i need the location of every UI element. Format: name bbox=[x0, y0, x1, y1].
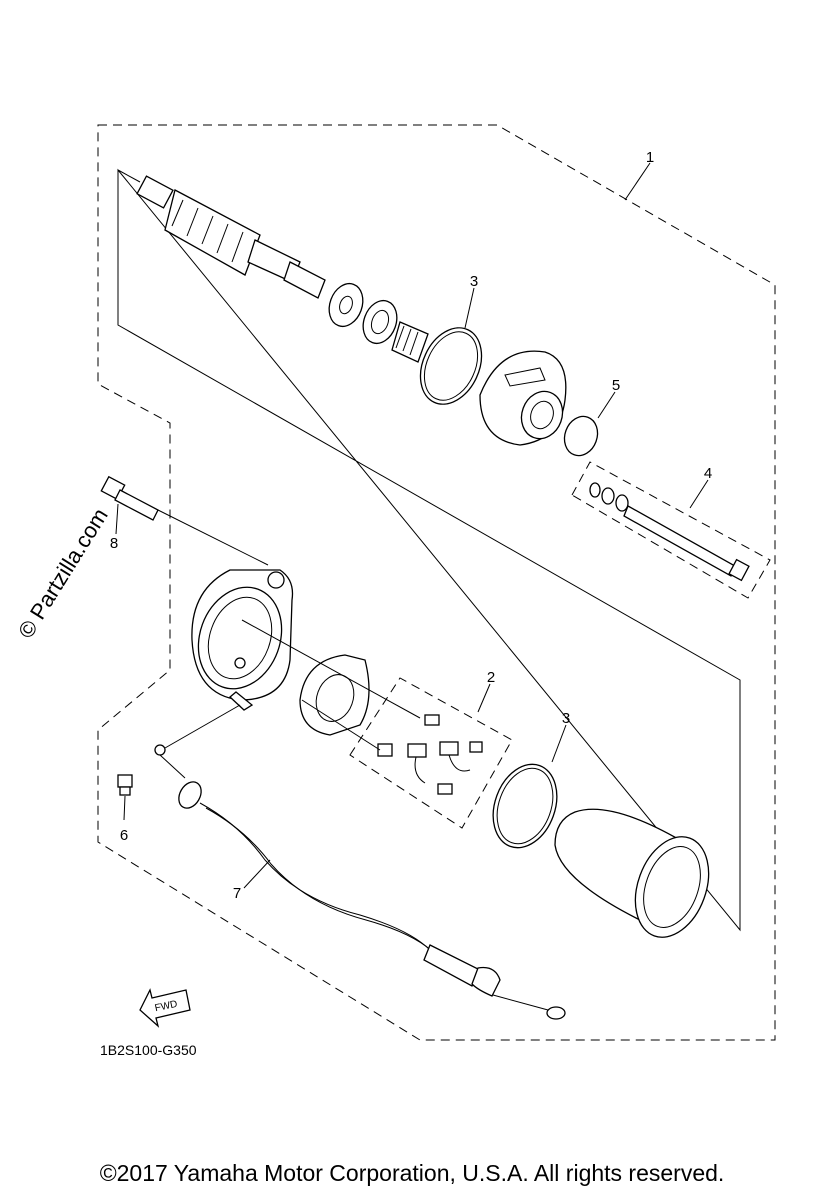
partzilla-watermark: © Partzilla.com bbox=[13, 504, 113, 643]
diagram-code: 1B2S100-G350 bbox=[100, 1042, 197, 1058]
brush-parts bbox=[377, 714, 483, 795]
through-bolt-set bbox=[589, 482, 750, 582]
screw bbox=[117, 774, 133, 796]
washer bbox=[328, 282, 364, 328]
bolt bbox=[100, 475, 159, 521]
armature-group-box bbox=[117, 168, 741, 932]
assembly-boundary bbox=[97, 124, 776, 1041]
callout-8: 8 bbox=[110, 535, 118, 552]
callout-6: 6 bbox=[120, 827, 128, 844]
o-ring-lower bbox=[492, 763, 558, 849]
callout-1: 1 bbox=[646, 149, 654, 166]
callout-3-lower: 3 bbox=[562, 710, 570, 727]
callout-3-upper: 3 bbox=[470, 273, 478, 290]
yoke bbox=[554, 808, 710, 938]
front-cover bbox=[479, 350, 567, 446]
armature bbox=[136, 175, 326, 299]
oil-seal bbox=[362, 299, 398, 345]
brush-holder bbox=[299, 654, 370, 736]
needle-bearing bbox=[391, 321, 429, 363]
starter-lead bbox=[154, 744, 566, 1020]
leader-lines bbox=[115, 162, 709, 889]
callout-4: 4 bbox=[704, 465, 712, 482]
callout-5: 5 bbox=[612, 377, 620, 394]
callout-7: 7 bbox=[233, 885, 241, 902]
bolt-set-box bbox=[571, 461, 771, 599]
callout-2: 2 bbox=[487, 669, 495, 686]
o-ring-small bbox=[563, 415, 599, 457]
rear-housing bbox=[191, 569, 294, 711]
o-ring-upper bbox=[419, 327, 483, 405]
fwd-label: FWD bbox=[154, 999, 179, 1014]
fwd-arrow-icon: FWD bbox=[139, 988, 191, 1028]
copyright-notice: ©2017 Yamaha Motor Corporation, U.S.A. A… bbox=[99, 1160, 725, 1186]
brush-set-box bbox=[349, 677, 513, 829]
